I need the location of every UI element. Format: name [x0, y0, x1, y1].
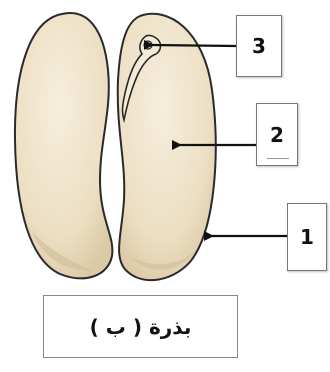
left-cotyledon [13, 12, 114, 280]
answer-line [267, 158, 289, 159]
caption-text: بذرة ( ب ) [89, 314, 192, 339]
label-box-1: 1 [287, 203, 327, 271]
label-3-text: 3 [252, 34, 266, 58]
label-1-text: 1 [300, 225, 314, 249]
arrow-3 [143, 39, 237, 50]
right-cotyledon [116, 12, 217, 281]
right-cotyledon-shadow [132, 250, 196, 270]
label-2-text: 2 [270, 122, 284, 147]
embryo [121, 34, 162, 124]
label-box-2: 2 [256, 103, 298, 166]
embryo-tip [143, 40, 153, 50]
label-box-3: 3 [236, 15, 282, 77]
caption-box: بذرة ( ب ) [43, 295, 238, 358]
left-cotyledon-shadow [32, 232, 92, 271]
